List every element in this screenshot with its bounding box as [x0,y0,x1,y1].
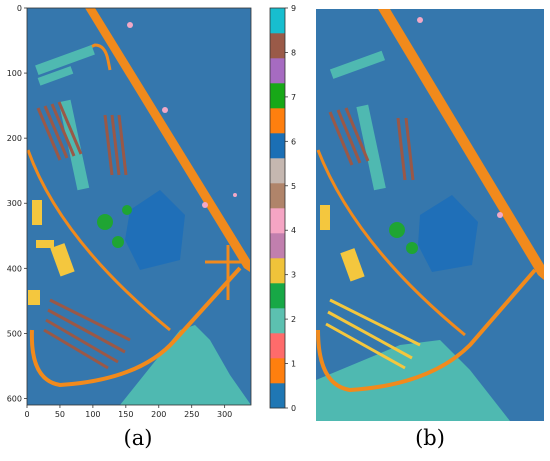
colorbar-tick-label: 0 [291,404,296,413]
colorbar-segment [270,133,285,159]
panel-b-caption: (b) [415,426,445,450]
map-a-tree-2 [112,236,124,248]
map-a-tree-3 [122,205,132,215]
x-tick-label: 300 [217,410,232,419]
colorbar-segment [270,258,285,284]
map-b-building-blue [418,195,478,272]
colorbar-tick-label: 6 [291,137,296,146]
map-b-yellow-2 [340,248,365,282]
map-b-building-2 [356,104,386,191]
x-tick-label: 0 [24,410,29,419]
colorbar-tick-label: 1 [291,360,296,369]
x-tick-label: 100 [85,410,100,419]
y-tick-label: 500 [7,329,22,338]
x-tick-label: 150 [118,410,133,419]
colorbar-segment [270,183,285,209]
map-b-road-curve [316,268,537,393]
colorbar-segment [270,233,285,259]
map-b-road-diag [316,149,466,337]
map-a-pink-2 [202,202,208,208]
y-tick-label: 0 [17,4,22,13]
map-b-tree-2 [406,242,418,254]
map-a-pink-3 [233,193,237,197]
colorbar-tick-label: 4 [291,226,296,235]
panel-a: 0 50 100 150 200 250 300 0 100 200 300 400 500 600 [7,4,252,419]
map-a-building-blue [125,190,185,270]
map-b-road-main [378,9,544,280]
map-b-yellow-1 [320,205,330,230]
map-a-yellow-3 [50,243,75,277]
colorbar-blocks [270,8,285,409]
colorbar-segment [270,383,285,409]
map-b-bottom-stripes [325,298,421,370]
panel-a-caption: (a) [124,426,153,450]
colorbar-frame [269,7,286,409]
map-a-road-curve [29,266,242,388]
colorbar-segment [270,333,285,359]
map-a-road-cross [205,245,250,300]
y-tick-label: 100 [7,69,22,78]
colorbar-segment [270,208,285,234]
map-a-building-2 [37,66,74,86]
colorbar-segment [270,58,285,84]
x-tick-label: 50 [55,410,65,419]
map-a-grass-region [120,325,251,405]
colorbar-segment [270,33,285,59]
map-a-road-main [85,8,250,272]
map-a-frame [26,7,252,406]
colorbar-tick-label: 9 [291,4,296,13]
map-a-yellow-1 [32,200,42,225]
colorbar-tick-label: 8 [291,48,296,57]
map-a-pink-1 [162,107,168,113]
x-tick-label: 250 [184,410,199,419]
map-a-building-1 [35,45,95,75]
map-b-tree-1 [389,222,405,238]
y-tick-label: 300 [7,199,22,208]
map-b-features [316,9,544,421]
y-tick-label: 600 [7,394,22,403]
map-a-bottom-stripes [43,298,131,370]
map-b-building-1 [329,50,386,79]
y-tick-label: 400 [7,264,22,273]
map-a-pink-4 [127,22,133,28]
colorbar-segment [270,308,285,334]
colorbar-segment [270,158,285,184]
map-b-pink-2 [497,212,503,218]
panel-b [316,9,544,421]
map-b-stripes [328,107,415,181]
map-a-road-left [39,43,112,72]
colorbar-tick-label: 5 [291,182,296,191]
colorbar-segment [270,358,285,384]
colorbar: 0 1 2 3 4 5 6 7 8 9 [269,4,296,413]
colorbar-segment [270,8,285,34]
map-a-yellow-2 [36,240,54,248]
x-axis-a: 0 50 100 150 200 250 300 [24,405,232,419]
colorbar-tick-label: 3 [291,271,296,280]
colorbar-ticks: 0 1 2 3 4 5 6 7 8 9 [285,4,296,413]
colorbar-tick-label: 2 [291,315,296,324]
map-a-yellow-4 [28,290,40,305]
x-tick-label: 200 [151,410,166,419]
map-a-features [27,8,251,405]
map-a-road-diag [27,149,171,332]
colorbar-segment [270,83,285,109]
map-a-tree-1 [97,214,113,230]
y-tick-label: 200 [7,134,22,143]
map-b-pink-1 [417,17,423,23]
colorbar-segment [270,108,285,134]
colorbar-tick-label: 7 [291,93,296,102]
y-axis-a: 0 100 200 300 400 500 600 [7,4,27,403]
map-a-stripes [36,101,128,176]
colorbar-segment [270,283,285,309]
